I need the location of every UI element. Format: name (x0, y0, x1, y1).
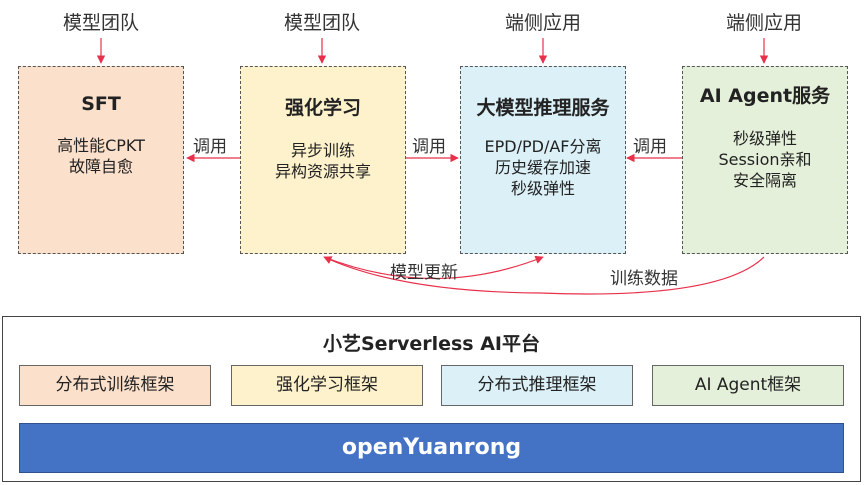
box-agent: AI Agent服务 秒级弹性 Session亲和 安全隔离 (682, 66, 848, 254)
box-rl-line: 异步训练 (290, 141, 355, 160)
model-update-label: 模型更新 (390, 263, 458, 283)
framework-reinforcement-learning: 强化学习框架 (231, 365, 423, 406)
box-agent-line: Session亲和 (718, 150, 812, 169)
box-inference-title: 大模型推理服务 (476, 97, 610, 119)
box-rl-title: 强化学习 (284, 97, 361, 119)
training-data-label: 训练数据 (610, 269, 678, 289)
framework-distributed-training: 分布式训练框架 (19, 365, 211, 406)
box-agent-line: 安全隔离 (732, 171, 797, 190)
box-sft-line: 故障自愈 (68, 157, 133, 176)
connector-layer (96, 38, 769, 295)
call-label-3: 调用 (633, 137, 667, 157)
box-sft-desc: 高性能CPKT 故障自愈 (19, 135, 183, 177)
box-agent-title: AI Agent服务 (699, 85, 831, 107)
training-data-curve (323, 256, 765, 295)
box-inference-line: 秒级弹性 (510, 179, 575, 198)
top-label-device-app-2: 端侧应用 (725, 12, 802, 34)
box-agent-desc: 秒级弹性 Session亲和 安全隔离 (683, 128, 847, 191)
top-label-device-app-1: 端侧应用 (504, 12, 581, 34)
platform-panel: 小艺Serverless AI平台 分布式训练框架 强化学习框架 分布式推理框架… (2, 316, 861, 482)
box-sft: SFT 高性能CPKT 故障自愈 (18, 66, 184, 254)
box-inference: 大模型推理服务 EPD/PD/AF分离 历史缓存加速 秒级弹性 (460, 66, 626, 254)
call-label-2: 调用 (412, 137, 446, 157)
box-rl: 强化学习 异步训练 异构资源共享 (240, 66, 406, 254)
box-agent-line: 秒级弹性 (732, 129, 797, 148)
top-label-model-team-2: 模型团队 (283, 12, 360, 34)
platform-title: 小艺Serverless AI平台 (323, 333, 540, 355)
framework-distributed-inference: 分布式推理框架 (441, 365, 633, 406)
box-sft-title: SFT (81, 93, 121, 115)
box-inference-desc: EPD/PD/AF分离 历史缓存加速 秒级弹性 (461, 136, 625, 199)
model-update-curve (323, 255, 544, 280)
box-inference-line: 历史缓存加速 (494, 158, 591, 177)
box-sft-line: 高性能CPKT (57, 136, 145, 155)
call-label-1: 调用 (193, 137, 227, 157)
box-rl-desc: 异步训练 异构资源共享 (241, 140, 405, 182)
box-rl-line: 异构资源共享 (274, 162, 371, 181)
framework-ai-agent: AI Agent框架 (652, 365, 844, 406)
openyuanrong-base: openYuanrong (19, 423, 844, 473)
top-label-model-team-1: 模型团队 (62, 12, 139, 34)
box-inference-line: EPD/PD/AF分离 (484, 137, 602, 156)
